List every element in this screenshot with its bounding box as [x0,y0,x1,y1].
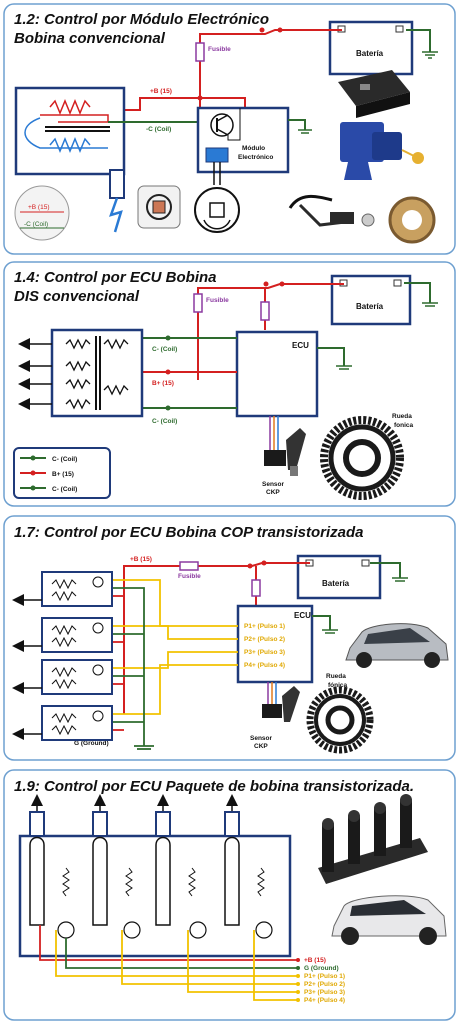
coil-pack-image [318,794,428,884]
sedan-car-image [345,623,449,668]
panel-3-title: 1.7: Control por ECU Bobina COP transist… [14,524,363,541]
transistor-icon [123,921,141,939]
ckp-sensor-image [262,686,300,722]
panel-4-title: 1.9: Control por ECU Paquete de bobina t… [14,778,414,795]
fuse-label: Fusible [206,297,229,304]
transistor-icon [210,113,234,137]
fuse-icon [193,293,203,313]
coil-pack-box [18,834,292,958]
b15-label: +B (15) [130,556,152,563]
b15-label: B+ (15) [152,380,174,387]
c-coil-top-label: C- (Coil) [152,346,177,353]
battery-label: Batería [356,49,384,58]
ecu-box [235,330,319,418]
bus-label: P4+ (Pulso 4) [304,997,345,1004]
pulse-label: P3+ (Pulso 3) [244,649,285,656]
dis-coil-windings [65,336,129,410]
ignition-module-image [338,70,410,118]
panel-1-title: 1.2: Control por Módulo Electrónico [14,11,269,28]
fuse-label: Fusible [178,573,201,580]
panel-3: 1.7: Control por ECU Bobina COP transist… [3,515,456,761]
legend-b15: +B (15) [28,204,50,211]
ground-icon [422,51,438,59]
legend-item: B+ (15) [52,471,74,478]
coil-pack-coil-1 [29,794,75,939]
fuse-icon [251,579,261,597]
secondary-winding [49,137,91,153]
pickup-sensor-image [288,195,375,227]
rueda-label-1: Rueda [392,413,412,420]
pulse-label: P1+ (Pulso 1) [244,623,285,630]
ecu-label: ECU [292,341,309,350]
legend-badge [14,185,70,241]
c-coil-bottom-label: C- (Coil) [152,418,177,425]
ecu-label: ECU [294,611,311,620]
module-chip [205,147,229,163]
b15-label: +B (15) [150,88,172,95]
battery-label: Batería [356,302,384,311]
spark-plug-output-icons [18,338,52,410]
panel-1: 1.2: Control por Módulo Electrónico Bobi… [3,3,456,255]
bus-label: P1+ (Pulso 1) [304,973,345,980]
cop-coil-1 [12,571,113,607]
transistor-icon [255,921,273,939]
panel-2-title: 1.4: Control por ECU Bobina [14,269,217,286]
fuse-icon [195,42,205,62]
bus-label: P3+ (Pulso 3) [304,989,345,996]
legend-item: C- (Coil) [52,456,77,463]
pulse-label: P2+ (Pulso 2) [244,636,285,643]
legend-c: -C (Coil) [24,221,48,228]
cop-coil-4 [12,705,113,741]
legend-item: C- (Coil) [52,486,77,493]
module-label-2: Electrónico [238,154,273,161]
module-label-1: Módulo [242,145,265,152]
ecu-box [236,604,314,684]
reluctor-wheel-image [306,686,374,754]
rueda-label-2: fonica [394,422,414,429]
c-coil-label: -C (Coil) [146,126,171,133]
legend-box [13,447,111,499]
primary-winding [49,99,91,115]
rueda-label-1: Rueda [326,673,346,680]
pulse-label: P4+ (Pulso 4) [244,662,285,669]
sensor-label-2: CKP [254,743,268,750]
transistor-icon [189,921,207,939]
bus-label: G (Ground) [304,965,339,972]
ckp-sensor-image [264,428,306,476]
suv-car-image [331,895,447,945]
stator-ring-image [388,196,436,244]
rueda-label-2: fónica [328,682,348,689]
bus-label: +B (15) [304,957,326,964]
battery-terminal-icon [395,25,404,33]
reluctor-wheel-image [320,416,404,500]
panel-1-subtitle: Bobina convencional [14,30,166,47]
fuse-icon [179,561,199,571]
panel-2: 1.4: Control por ECU Bobina DIS convenci… [3,261,456,507]
coil-image [340,122,424,180]
ground-label: G (Ground) [74,740,109,747]
panel-4: 1.9: Control por ECU Paquete de bobina t… [3,769,456,1021]
spark-icon [109,197,123,233]
coil-pack-coil-3 [155,794,207,939]
sensor-label-2: CKP [266,489,280,496]
coil-pack-coil-4 [224,794,273,939]
fuse-icon [260,301,270,321]
cop-coil-2 [12,617,113,653]
bus-label: P2+ (Pulso 2) [304,981,345,988]
sensor-label-1: Sensor [262,481,285,488]
sensor-label-1: Sensor [250,735,273,742]
fuse-label: Fusible [208,46,231,53]
battery-label: Batería [322,579,350,588]
coil-pack-coil-2 [92,794,141,939]
cop-coil-3 [12,659,113,695]
panel-2-subtitle: DIS convencional [14,288,140,305]
